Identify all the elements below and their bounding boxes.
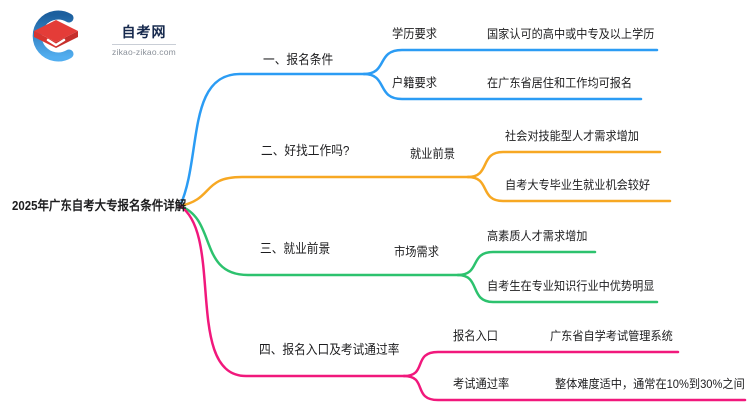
site-url: zikao-zikao.com (112, 47, 176, 57)
branch-4-label: 四、报名入口及考试通过率 (259, 342, 400, 357)
branch-4-lines (178, 204, 747, 402)
branch-3-label: 三、就业前景 (260, 241, 331, 256)
branch-3-child-1-line (456, 250, 597, 277)
graduation-cap-logo-icon (32, 10, 78, 62)
cap-side-right-shape (56, 31, 78, 48)
branch-2-main-line (178, 175, 470, 208)
branch-1-leaf-1: 国家认可的高中或中专及以上学历 (487, 27, 655, 41)
site-name: 自考网 (121, 24, 167, 40)
branch-3-child-2-line (456, 273, 659, 304)
branch-1-child-2-line (362, 72, 643, 101)
branch-1-main-line (178, 72, 366, 208)
branch-2-child-2-line (466, 175, 672, 203)
branch-3-sub-label: 市场需求 (394, 245, 440, 259)
branch-2-lines (178, 150, 672, 208)
branch-4-main-line (178, 204, 406, 378)
branch-4-child-1-line (402, 350, 680, 378)
branch-2-child-1-line (466, 150, 662, 179)
branch-3-main-line (178, 204, 460, 277)
branch-1-child-1-line (362, 48, 659, 76)
branch-2-leaf-2: 自考大专毕业生就业机会较好 (505, 178, 651, 192)
branch-2-leaf-1: 社会对技能型人才需求增加 (505, 129, 639, 143)
branch-4-child-2-line (402, 374, 747, 402)
logo-divider (112, 44, 176, 45)
branch-4-leaf-1: 广东省自学考试管理系统 (550, 329, 673, 343)
branch-3-lines (178, 204, 659, 304)
cap-chevron-mark (46, 38, 66, 47)
cap-side-left-shape (34, 31, 56, 48)
branch-4-leaf-2: 整体难度适中，通常在10%到30%之间 (555, 377, 745, 391)
branch-2-label: 二、好找工作吗? (261, 143, 350, 158)
site-logo: 自考网 zikao-zikao.com (30, 10, 180, 62)
branch-1-lines (178, 48, 659, 208)
branch-2-sub-label: 就业前景 (410, 147, 456, 161)
branch-3-leaf-1: 高素质人才需求增加 (487, 229, 588, 243)
branch-3-leaf-2: 自考生在专业知识行业中优势明显 (487, 279, 655, 293)
branch-1-leaf-2: 在广东省居住和工作均可报名 (487, 76, 633, 90)
branch-1-sub-1-label: 学历要求 (392, 27, 438, 41)
branch-4-sub-1-label: 报名入口 (453, 329, 499, 343)
logo-text-block: 自考网 zikao-zikao.com (112, 22, 176, 57)
branch-1-label: 一、报名条件 (263, 52, 334, 67)
central-topic: 2025年广东自考大专报名条件详解 (12, 198, 187, 213)
branch-1-sub-2-label: 户籍要求 (392, 76, 438, 90)
branch-4-sub-2-label: 考试通过率 (453, 377, 510, 391)
